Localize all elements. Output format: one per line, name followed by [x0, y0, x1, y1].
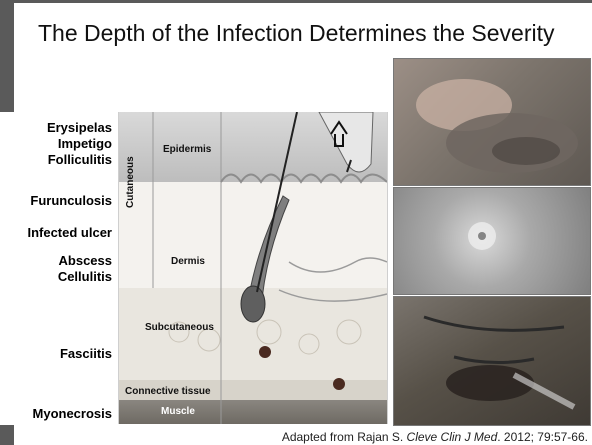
diagram-label-connective-tissue: Connective tissue [125, 386, 211, 397]
top-rule [14, 0, 592, 3]
left-accent-bar-bottom [0, 425, 14, 445]
photo-foot-infection [393, 58, 591, 186]
label-myonecrosis: Myonecrosis [18, 406, 112, 422]
skin-layer-diagram: Epidermis Dermis Subcutaneous Connective… [118, 112, 388, 424]
label-cellulitis: Cellulitis [34, 269, 112, 285]
skin-illustration [119, 112, 387, 424]
diagram-label-dermis: Dermis [171, 256, 205, 267]
slide-title: The Depth of the Infection Determines th… [38, 20, 558, 47]
photo-1-illustration [394, 59, 590, 185]
diagram-label-subcutaneous: Subcutaneous [145, 322, 214, 333]
label-furunculosis: Furunculosis [18, 193, 112, 209]
caption-suffix: . 2012; 79:57-66. [497, 430, 588, 444]
label-fasciitis: Fasciitis [34, 346, 112, 362]
diagram-label-epidermis: Epidermis [163, 144, 211, 155]
diagram-label-cutaneous: Cutaneous [125, 156, 136, 208]
label-erysipelas: Erysipelas [34, 120, 112, 136]
label-infected-ulcer: Infected ulcer [12, 225, 112, 241]
left-accent-bar [0, 0, 14, 112]
photo-surgical-wound [393, 296, 591, 426]
label-folliculitis: Folliculitis [34, 152, 112, 168]
photo-2-illustration [394, 188, 590, 294]
caption-prefix: Adapted from Rajan S. [282, 430, 407, 444]
photo-3-illustration [394, 297, 590, 425]
photo-skin-lesion [393, 187, 591, 295]
caption-journal: Cleve Clin J Med [407, 430, 498, 444]
citation-caption: Adapted from Rajan S. Cleve Clin J Med. … [200, 430, 588, 444]
label-impetigo: Impetigo [34, 136, 112, 152]
label-abscess: Abscess [34, 253, 112, 269]
diagram-label-muscle: Muscle [161, 406, 195, 417]
